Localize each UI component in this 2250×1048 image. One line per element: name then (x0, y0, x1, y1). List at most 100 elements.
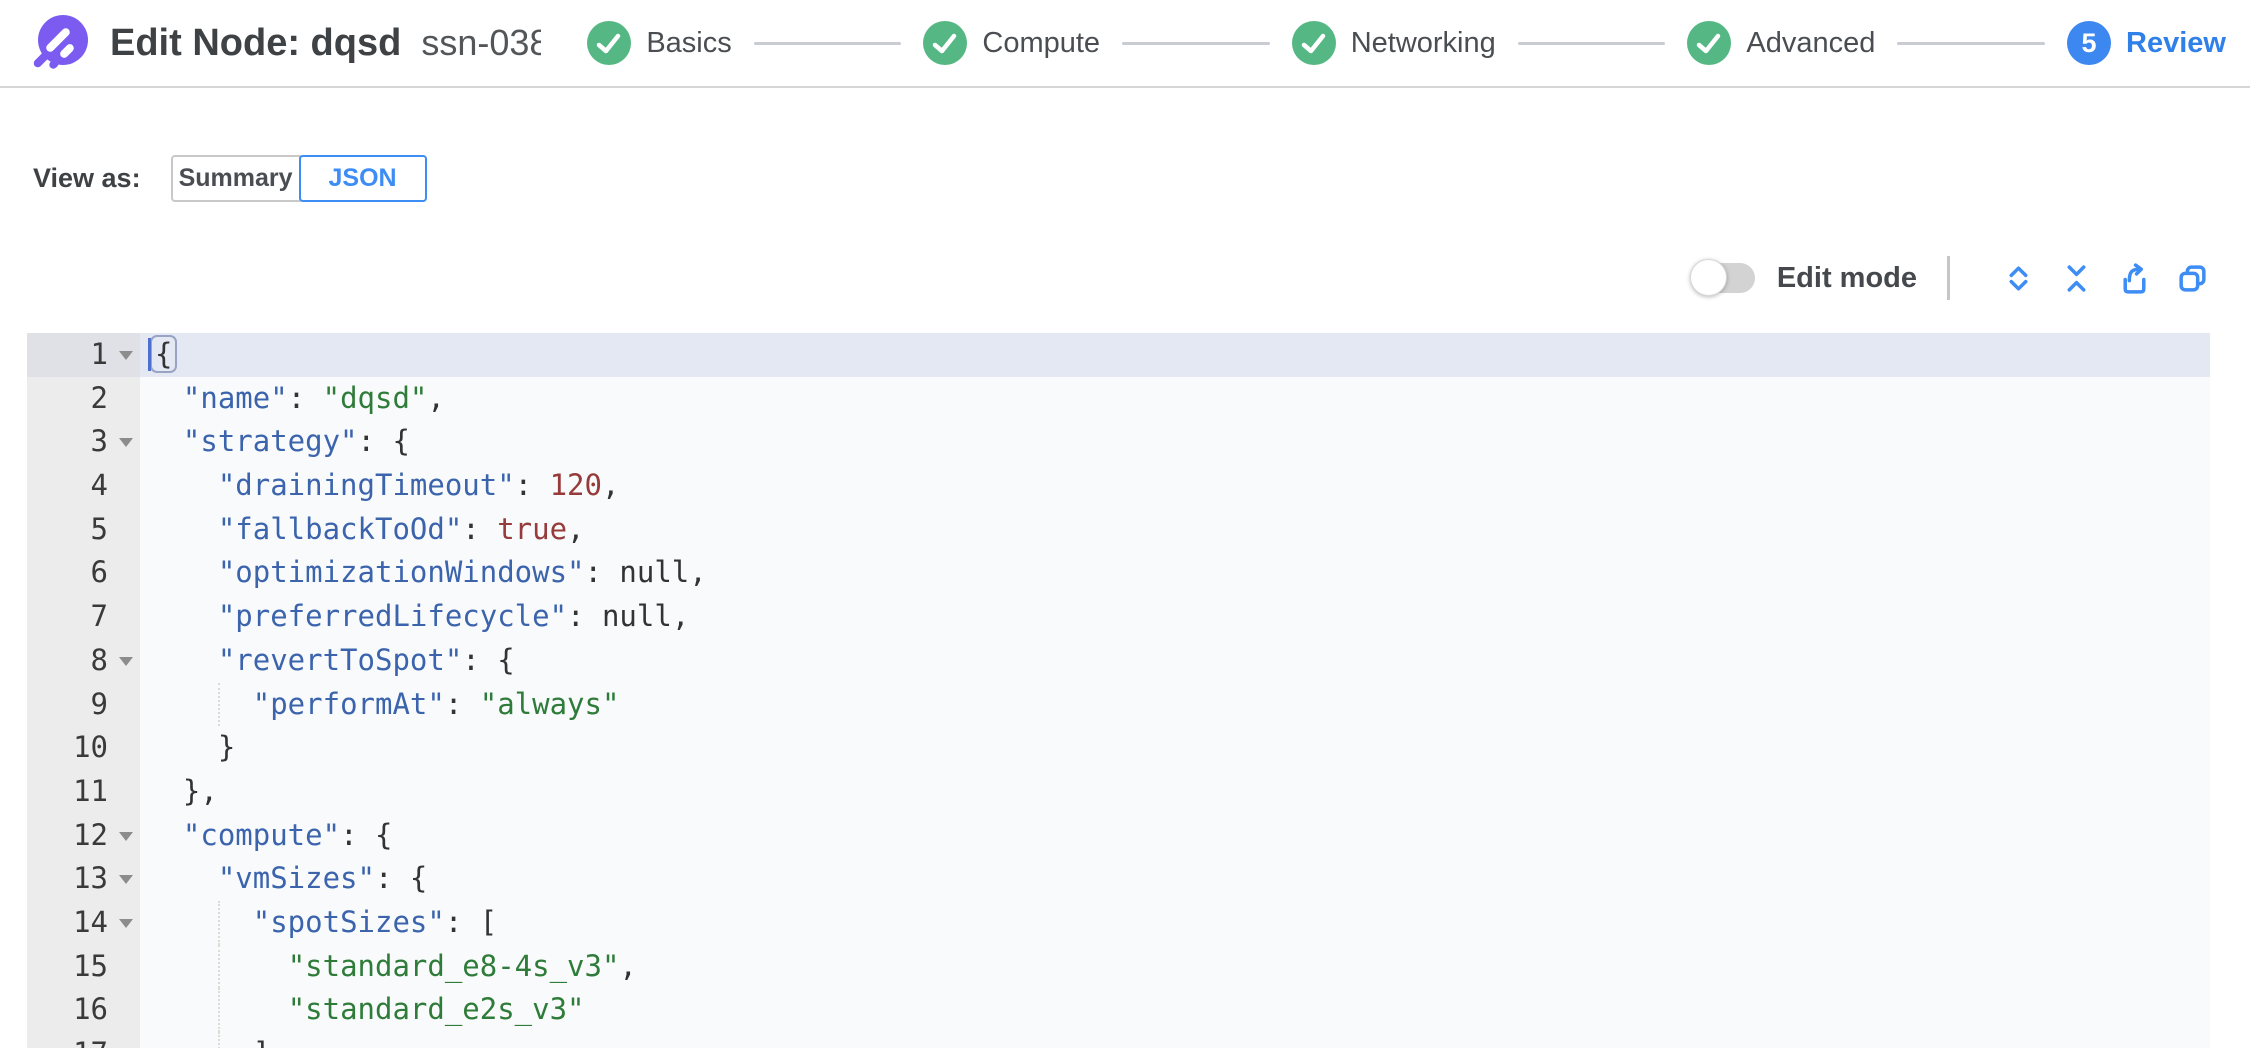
page-title: Edit Node: dqsd (110, 21, 402, 64)
indent (148, 599, 218, 633)
code-row[interactable]: 1{ (27, 333, 2210, 377)
check-icon (1687, 21, 1732, 65)
code-row[interactable]: 13 "vmSizes": { (27, 857, 2210, 901)
fold-arrow-icon[interactable] (119, 438, 133, 448)
code-row[interactable]: 2 "name": "dqsd", (27, 376, 2210, 421)
step-advanced[interactable]: Advanced (1687, 21, 1875, 65)
line-number[interactable]: 2 (27, 376, 140, 421)
json-editor[interactable]: 1{2 "name": "dqsd",3 "strategy": {4 "dra… (27, 333, 2210, 1048)
toolbar-divider (1947, 256, 1950, 300)
code-line[interactable]: "optimizationWindows": null, (140, 551, 2210, 595)
fold-arrow-icon[interactable] (119, 656, 133, 666)
indent-guide (217, 1032, 220, 1048)
code-row[interactable]: 14 "spotSizes": [ (27, 900, 2210, 945)
indent (148, 861, 218, 895)
token-str: "standard_e2s_v3" (287, 992, 585, 1027)
text-cursor (148, 337, 151, 371)
step-label: Basics (646, 26, 732, 59)
code-row[interactable]: 8 "revertToSpot": { (27, 638, 2210, 683)
fold-arrow-icon[interactable] (119, 875, 133, 885)
code-line[interactable]: "drainingTimeout": 120, (140, 464, 2210, 508)
line-number[interactable]: 6 (27, 551, 140, 596)
line-number[interactable]: 16 (27, 988, 140, 1032)
line-number[interactable]: 12 (27, 813, 140, 858)
step-compute[interactable]: Compute (923, 21, 1100, 65)
check-icon (1291, 21, 1336, 65)
code-line[interactable]: "strategy": { (140, 420, 2210, 464)
line-number[interactable]: 4 (27, 464, 140, 508)
code-line[interactable]: { (140, 333, 2210, 377)
token-punct: : { (374, 861, 428, 896)
code-line[interactable]: "revertToSpot": { (140, 639, 2210, 683)
code-row[interactable]: 17 ], (27, 1032, 2210, 1048)
indent (148, 468, 218, 502)
token-key: "preferredLifecycle" (217, 599, 568, 634)
token-key: "compute" (182, 817, 341, 852)
code-row[interactable]: 3 "strategy": { (27, 420, 2210, 465)
line-number[interactable]: 9 (27, 682, 140, 727)
token-key: "name" (182, 380, 288, 415)
view-as-summary-button[interactable]: Summary (170, 155, 301, 202)
code-line[interactable]: "standard_e8-4s_v3", (140, 944, 2210, 989)
step-basics[interactable]: Basics (587, 21, 732, 65)
token-null: null (601, 599, 672, 634)
code-row[interactable]: 12 "compute": { (27, 813, 2210, 858)
code-line[interactable]: "spotSizes": [ (140, 900, 2210, 945)
code-line[interactable]: } (140, 726, 2210, 770)
step-label: Compute (982, 26, 1101, 59)
code-row[interactable]: 16 "standard_e2s_v3" (27, 988, 2210, 1032)
code-row[interactable]: 4 "drainingTimeout": 120, (27, 464, 2210, 508)
view-as-json-button[interactable]: JSON (298, 155, 427, 202)
fold-arrow-icon[interactable] (119, 831, 133, 841)
line-number[interactable]: 17 (27, 1032, 140, 1048)
code-line[interactable]: "compute": { (140, 814, 2210, 858)
token-punct: : (287, 380, 323, 415)
code-line[interactable]: "preferredLifecycle": null, (140, 595, 2210, 639)
code-line[interactable]: "vmSizes": { (140, 857, 2210, 901)
code-row[interactable]: 5 "fallbackToOd": true, (27, 507, 2210, 552)
node-id: ssn-038 (421, 22, 542, 63)
step-networking[interactable]: Networking (1291, 21, 1496, 65)
token-key: "vmSizes" (217, 861, 375, 896)
code-row[interactable]: 9 "performAt": "always" (27, 682, 2210, 727)
line-number[interactable]: 15 (27, 944, 140, 989)
code-line[interactable]: "standard_e2s_v3" (140, 988, 2210, 1032)
expand-all-icon[interactable] (2000, 260, 2036, 296)
code-row[interactable]: 7 "preferredLifecycle": null, (27, 595, 2210, 639)
token-key: "spotSizes" (252, 904, 445, 939)
fold-arrow-icon[interactable] (119, 351, 133, 360)
code-row[interactable]: 6 "optimizationWindows": null, (27, 551, 2210, 596)
line-number[interactable]: 7 (27, 595, 140, 639)
token-null: null (619, 555, 690, 590)
fold-arrow-icon[interactable] (119, 918, 133, 928)
indent (148, 774, 183, 808)
code-row[interactable]: 15 "standard_e8-4s_v3", (27, 944, 2210, 989)
code-line[interactable]: }, (140, 770, 2210, 814)
step-number-badge: 5 (2067, 21, 2112, 65)
line-number[interactable]: 11 (27, 769, 140, 814)
line-number[interactable]: 14 (27, 900, 140, 945)
collapse-all-icon[interactable] (2058, 260, 2094, 296)
step-connector (1122, 41, 1270, 45)
check-icon (923, 21, 968, 65)
code-line[interactable]: "name": "dqsd", (140, 377, 2210, 421)
code-line[interactable]: ], (140, 1032, 2210, 1048)
matched-brace: { (150, 335, 178, 373)
line-number[interactable]: 1 (27, 333, 140, 377)
line-number[interactable]: 13 (27, 857, 140, 901)
line-number[interactable]: 3 (27, 420, 140, 465)
edit-mode-toggle[interactable] (1689, 259, 1755, 296)
export-icon[interactable] (2116, 260, 2152, 296)
line-number[interactable]: 10 (27, 726, 140, 770)
code-line[interactable]: "fallbackToOd": true, (140, 508, 2210, 552)
code-line[interactable]: "performAt": "always" (140, 682, 2210, 727)
token-punct: , (689, 555, 707, 590)
line-number[interactable]: 5 (27, 507, 140, 552)
code-row[interactable]: 11 }, (27, 769, 2210, 814)
copy-icon[interactable] (2174, 260, 2210, 296)
code-row[interactable]: 10 } (27, 726, 2210, 770)
token-key: "strategy" (182, 424, 358, 459)
indent-guide (217, 988, 220, 1032)
line-number[interactable]: 8 (27, 638, 140, 683)
